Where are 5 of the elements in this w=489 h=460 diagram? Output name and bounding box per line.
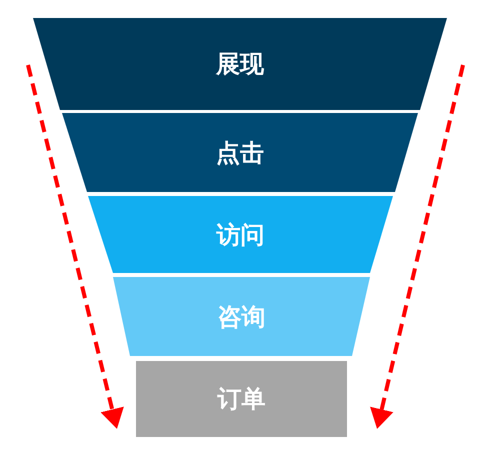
stage-label: 访问 [216,220,264,250]
stage-label: 咨询 [218,302,266,332]
stage-label: 点击 [216,138,264,168]
stage-label: 展现 [216,49,264,80]
stage-label: 订单 [218,384,266,415]
